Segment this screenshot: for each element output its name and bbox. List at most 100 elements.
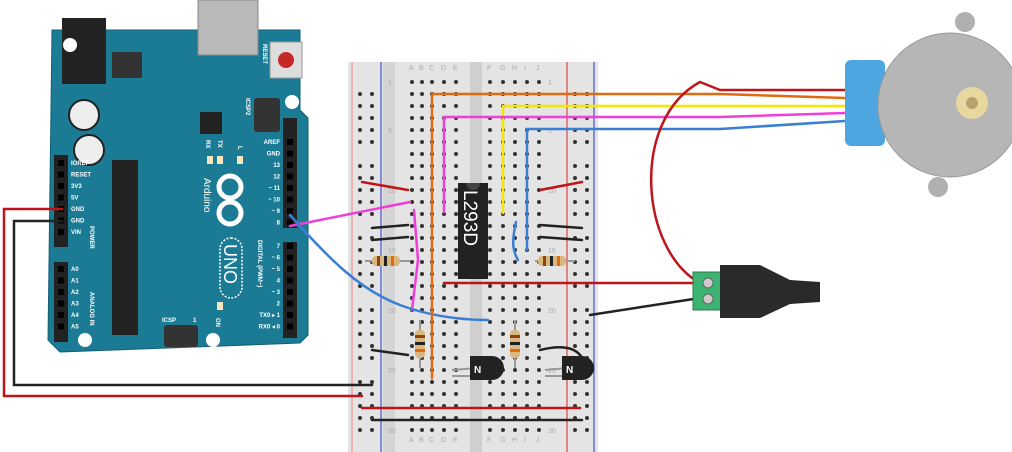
rail-hole[interactable] xyxy=(573,284,577,288)
rail-hole[interactable] xyxy=(358,428,362,432)
breadboard-hole[interactable] xyxy=(420,380,424,384)
breadboard-hole[interactable] xyxy=(525,308,529,312)
breadboard-hole[interactable] xyxy=(537,380,541,384)
breadboard-hole[interactable] xyxy=(420,104,424,108)
breadboard-hole[interactable] xyxy=(420,272,424,276)
breadboard-hole[interactable] xyxy=(454,332,458,336)
breadboard-hole[interactable] xyxy=(430,392,434,396)
rail-hole[interactable] xyxy=(585,392,589,396)
breadboard-hole[interactable] xyxy=(513,128,517,132)
breadboard-hole[interactable] xyxy=(537,164,541,168)
rail-hole[interactable] xyxy=(370,308,374,312)
header-pin[interactable] xyxy=(58,277,64,284)
header-pin[interactable] xyxy=(287,300,293,307)
rail-hole[interactable] xyxy=(573,248,577,252)
breadboard-hole[interactable] xyxy=(420,200,424,204)
breadboard-hole[interactable] xyxy=(454,176,458,180)
breadboard-hole[interactable] xyxy=(454,140,458,144)
breadboard-hole[interactable] xyxy=(501,284,505,288)
header-pin[interactable] xyxy=(287,150,293,157)
rail-hole[interactable] xyxy=(573,392,577,396)
rail-hole[interactable] xyxy=(370,248,374,252)
breadboard-hole[interactable] xyxy=(525,284,529,288)
breadboard-hole[interactable] xyxy=(454,320,458,324)
breadboard-hole[interactable] xyxy=(537,428,541,432)
rail-hole[interactable] xyxy=(358,356,362,360)
breadboard-hole[interactable] xyxy=(454,272,458,276)
breadboard-hole[interactable] xyxy=(420,392,424,396)
rail-hole[interactable] xyxy=(370,164,374,168)
rail-hole[interactable] xyxy=(358,236,362,240)
breadboard-hole[interactable] xyxy=(537,332,541,336)
rail-hole[interactable] xyxy=(370,356,374,360)
breadboard-hole[interactable] xyxy=(420,188,424,192)
breadboard-hole[interactable] xyxy=(501,296,505,300)
rail-hole[interactable] xyxy=(573,176,577,180)
breadboard-hole[interactable] xyxy=(537,284,541,288)
breadboard-hole[interactable] xyxy=(488,320,492,324)
breadboard-hole[interactable] xyxy=(488,104,492,108)
rail-hole[interactable] xyxy=(585,380,589,384)
breadboard-hole[interactable] xyxy=(537,296,541,300)
breadboard-hole[interactable] xyxy=(454,380,458,384)
rail-hole[interactable] xyxy=(585,188,589,192)
breadboard-hole[interactable] xyxy=(410,332,414,336)
breadboard-hole[interactable] xyxy=(488,272,492,276)
breadboard-hole[interactable] xyxy=(410,380,414,384)
breadboard-hole[interactable] xyxy=(442,356,446,360)
breadboard-hole[interactable] xyxy=(420,152,424,156)
breadboard-hole[interactable] xyxy=(410,128,414,132)
rail-hole[interactable] xyxy=(358,308,362,312)
header-pin[interactable] xyxy=(287,196,293,203)
breadboard-hole[interactable] xyxy=(513,140,517,144)
header-pin[interactable] xyxy=(287,266,293,272)
breadboard-hole[interactable] xyxy=(501,236,505,240)
breadboard-hole[interactable] xyxy=(488,380,492,384)
header-pin[interactable] xyxy=(58,160,64,166)
breadboard-hole[interactable] xyxy=(410,200,414,204)
breadboard-hole[interactable] xyxy=(442,296,446,300)
breadboard-hole[interactable] xyxy=(501,224,505,228)
breadboard-hole[interactable] xyxy=(537,200,541,204)
rail-hole[interactable] xyxy=(585,344,589,348)
rail-hole[interactable] xyxy=(370,128,374,132)
breadboard-hole[interactable] xyxy=(525,368,529,372)
breadboard-hole[interactable] xyxy=(442,272,446,276)
rail-hole[interactable] xyxy=(358,332,362,336)
breadboard-hole[interactable] xyxy=(513,176,517,180)
rail-hole[interactable] xyxy=(370,176,374,180)
breadboard-hole[interactable] xyxy=(488,284,492,288)
breadboard-hole[interactable] xyxy=(454,152,458,156)
breadboard-hole[interactable] xyxy=(410,104,414,108)
header-pin[interactable] xyxy=(58,194,64,201)
rail-hole[interactable] xyxy=(358,176,362,180)
breadboard-hole[interactable] xyxy=(420,140,424,144)
rail-hole[interactable] xyxy=(585,308,589,312)
breadboard-hole[interactable] xyxy=(454,308,458,312)
breadboard-hole[interactable] xyxy=(410,140,414,144)
breadboard-hole[interactable] xyxy=(410,392,414,396)
rail-hole[interactable] xyxy=(358,116,362,120)
breadboard-hole[interactable] xyxy=(513,152,517,156)
rail-hole[interactable] xyxy=(573,212,577,216)
rail-hole[interactable] xyxy=(573,272,577,276)
breadboard-hole[interactable] xyxy=(454,80,458,84)
header-pin[interactable] xyxy=(58,266,64,272)
breadboard-hole[interactable] xyxy=(525,260,529,264)
rail-hole[interactable] xyxy=(370,140,374,144)
breadboard-hole[interactable] xyxy=(501,308,505,312)
header-pin[interactable] xyxy=(58,183,64,189)
rail-hole[interactable] xyxy=(358,164,362,168)
breadboard-hole[interactable] xyxy=(442,236,446,240)
breadboard-hole[interactable] xyxy=(501,356,505,360)
breadboard-hole[interactable] xyxy=(488,224,492,228)
breadboard-hole[interactable] xyxy=(442,224,446,228)
breadboard-hole[interactable] xyxy=(442,80,446,84)
rail-hole[interactable] xyxy=(585,404,589,408)
rail-hole[interactable] xyxy=(585,248,589,252)
rail-hole[interactable] xyxy=(573,188,577,192)
breadboard-hole[interactable] xyxy=(488,296,492,300)
breadboard-hole[interactable] xyxy=(410,368,414,372)
breadboard-hole[interactable] xyxy=(537,212,541,216)
breadboard-hole[interactable] xyxy=(442,212,446,216)
